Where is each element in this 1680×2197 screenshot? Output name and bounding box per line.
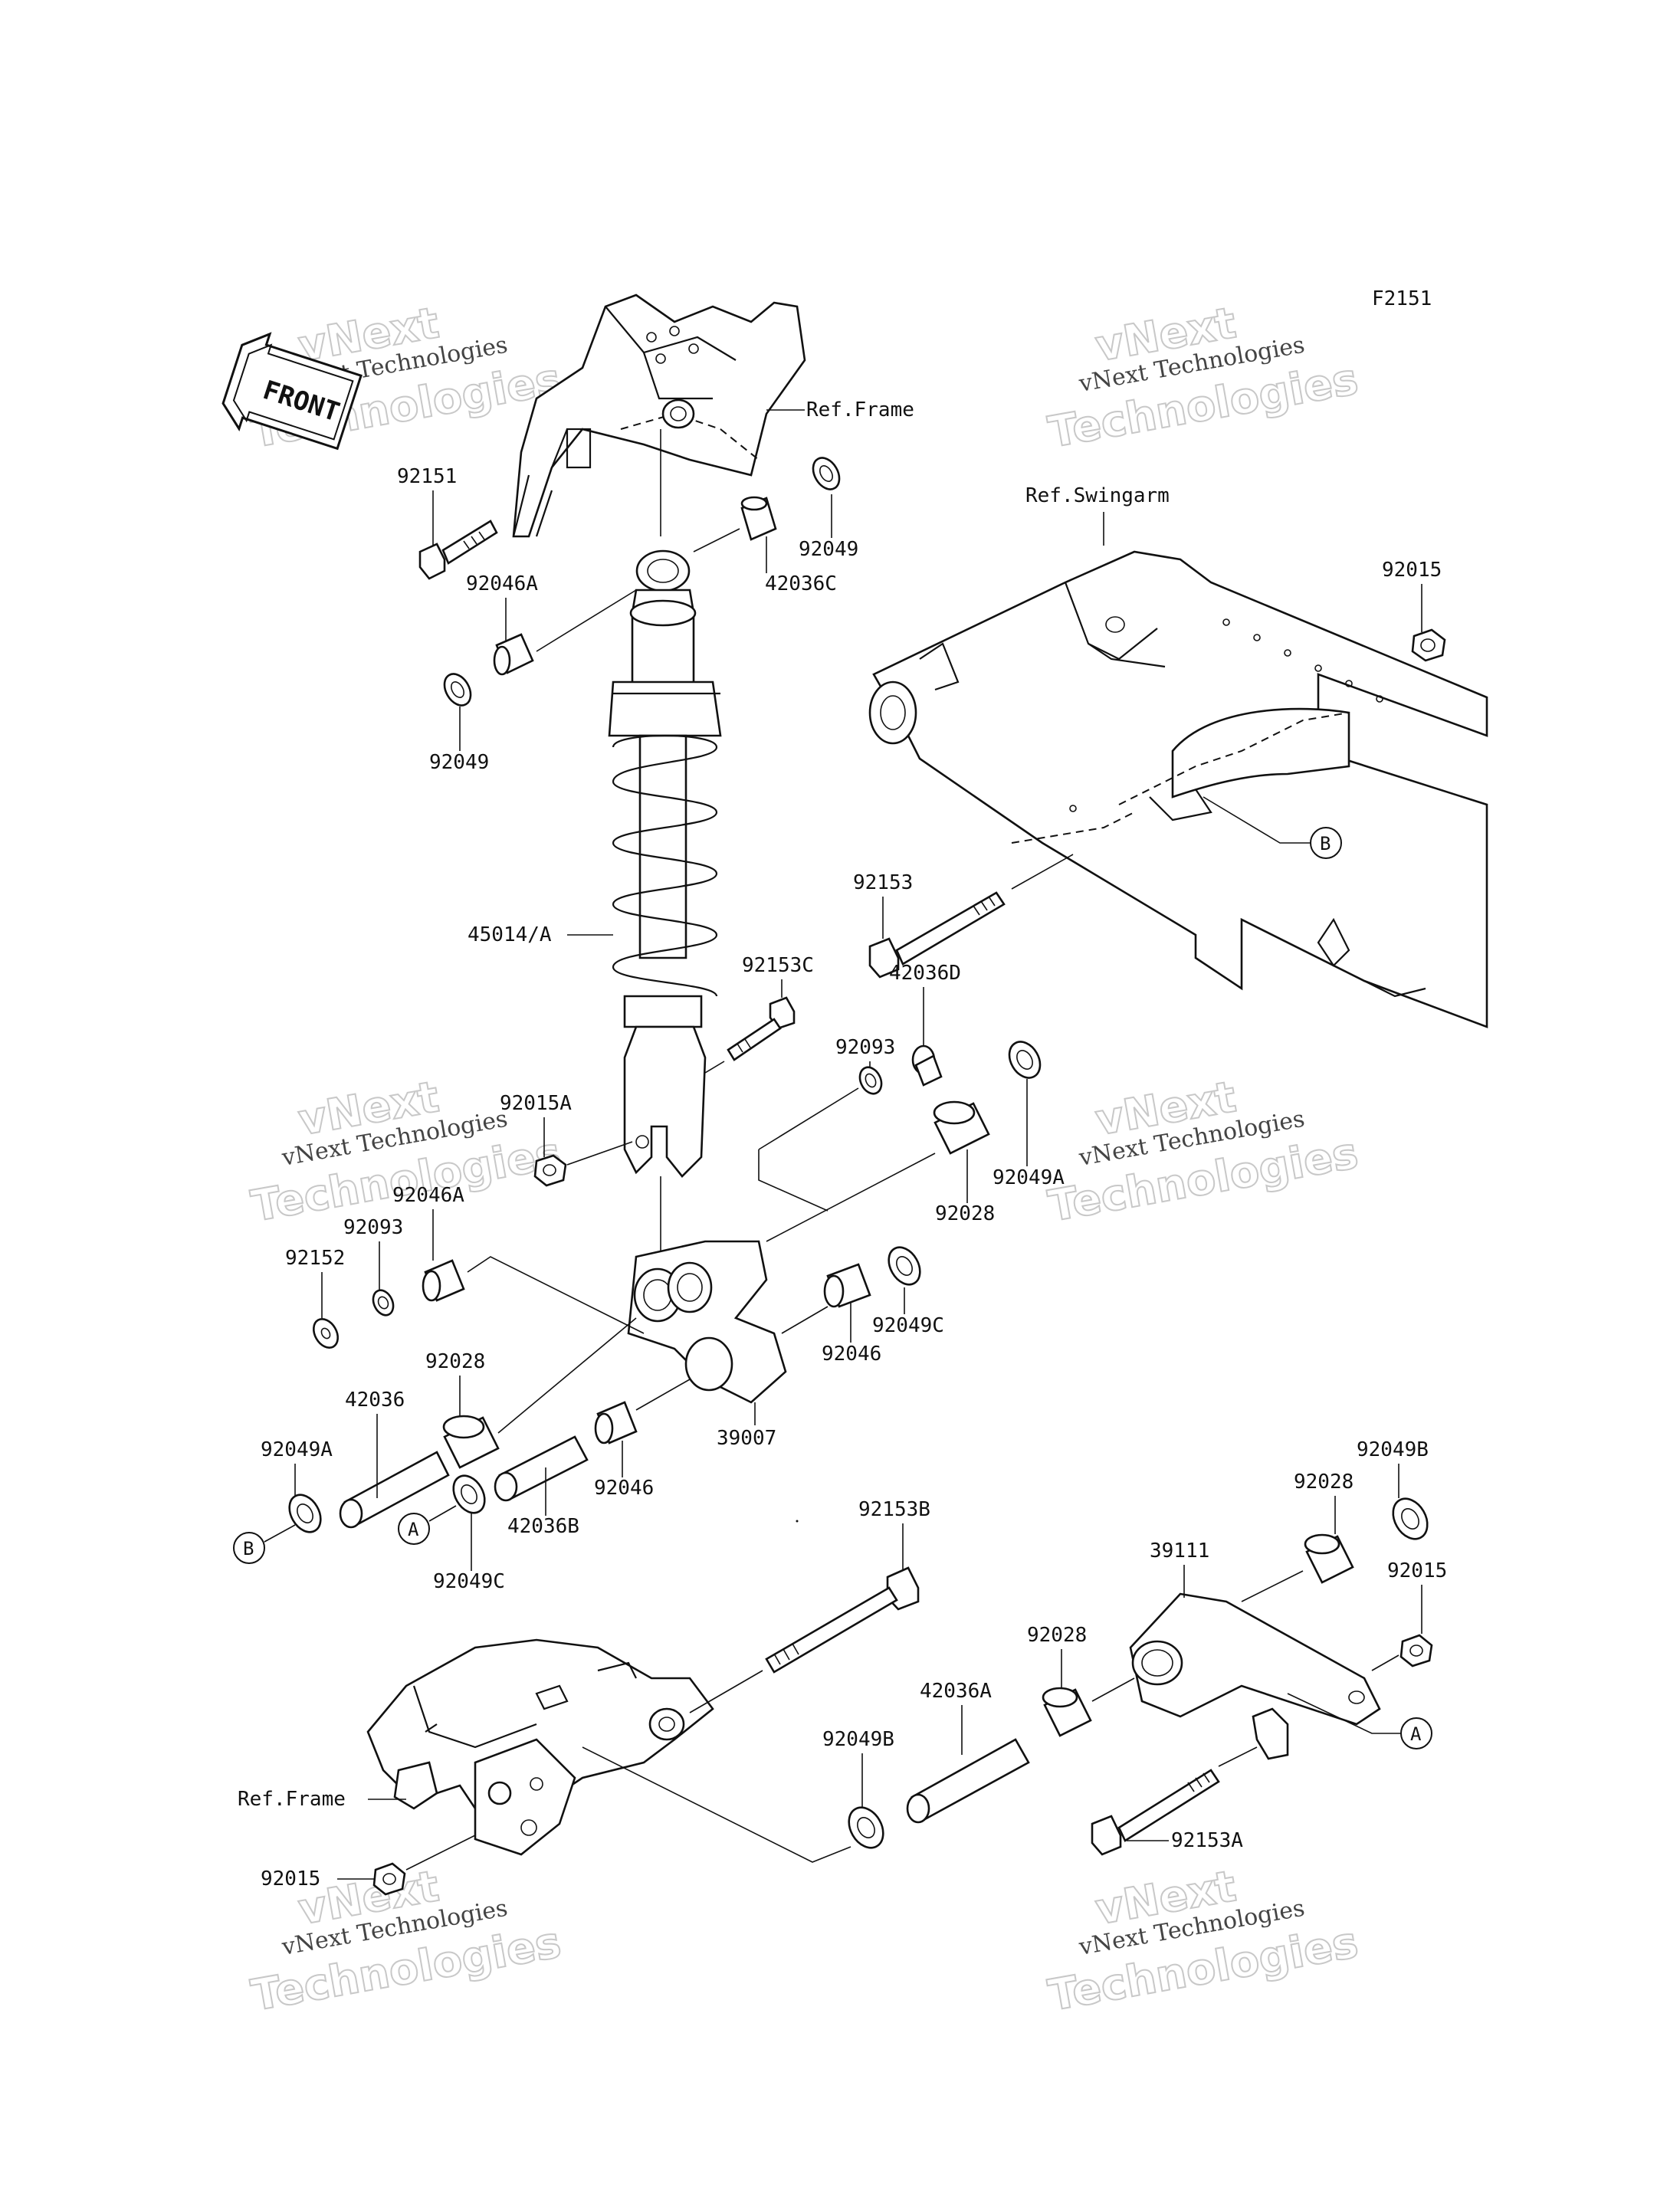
- sleeve-42036a: [906, 1738, 1030, 1824]
- ref-frame-bottom: Ref.Frame: [238, 1788, 346, 1811]
- ref-frame-top: Ref.Frame: [806, 398, 914, 421]
- frame-top: [512, 293, 806, 538]
- watermark-top-right: vNext vNext Technologies Technologies: [1044, 297, 1362, 458]
- part-label-45014a: 45014/A: [468, 923, 552, 946]
- part-label-92093-upper: 92093: [835, 1036, 895, 1059]
- sleeve-92028-left: [442, 1415, 500, 1469]
- seal-92049c-left: [452, 1474, 486, 1514]
- part-label-42036d: 42036D: [889, 962, 961, 985]
- part-label-92028-right-top: 92028: [1294, 1471, 1354, 1494]
- part-label-92046-lower: 92046: [594, 1477, 654, 1500]
- bolt-92153c: [727, 996, 796, 1061]
- frame-bottom: [366, 1638, 714, 1856]
- part-label-92049c-left: 92049C: [433, 1570, 505, 1593]
- seal-92049b-lower: [848, 1806, 884, 1849]
- part-label-92049b-right: 92049B: [1357, 1438, 1429, 1461]
- callout-a-label: A: [408, 1519, 419, 1540]
- part-label-92028-upper: 92028: [935, 1202, 995, 1225]
- shock-absorber: [608, 429, 722, 1264]
- nut-92015-right: [1399, 1634, 1433, 1667]
- bearing-92046a-lower: [422, 1259, 465, 1302]
- nut-92015-bottom: [372, 1862, 406, 1896]
- callout-b-label: B: [1320, 833, 1331, 854]
- washer-92152: [312, 1318, 340, 1349]
- part-label-92015-bottom: 92015: [261, 1867, 320, 1890]
- part-label-92152: 92152: [285, 1247, 345, 1270]
- watermark-middle-right: vNext vNext Technologies Technologies: [1044, 1071, 1362, 1232]
- part-label-92046a-lower: 92046A: [392, 1184, 464, 1207]
- tie-rod-39111: [1129, 1592, 1381, 1760]
- callout-a-label: A: [1410, 1723, 1422, 1745]
- part-label-92049b-lower: 92049B: [822, 1728, 894, 1751]
- bearing-92046a-top: [493, 633, 534, 676]
- part-label-42036b: 42036B: [507, 1515, 579, 1538]
- part-label-92028-right-low: 92028: [1027, 1624, 1087, 1647]
- part-label-92153a: 92153A: [1171, 1829, 1243, 1852]
- sheet-code: F2151: [1372, 287, 1432, 310]
- part-label-92049-top: 92049: [799, 538, 858, 561]
- bearing-92046-right: [823, 1263, 871, 1308]
- part-label-39111: 39111: [1150, 1540, 1209, 1562]
- seal-92049c-right: [888, 1246, 921, 1286]
- part-label-92153: 92153: [853, 871, 913, 894]
- part-label-92049-left: 92049: [429, 751, 489, 774]
- bearing-92046-lower: [594, 1401, 638, 1444]
- part-label-92049a-left: 92049A: [261, 1438, 333, 1461]
- seal-92049-left: [443, 673, 472, 707]
- part-label-92028-left: 92028: [425, 1350, 485, 1373]
- collar-42036d: [911, 1044, 943, 1087]
- callout-b-seal: B: [233, 1524, 296, 1564]
- part-label-92093-lower: 92093: [343, 1216, 403, 1239]
- nut-92015-top: [1411, 628, 1446, 662]
- bolt-92153b: [765, 1566, 920, 1674]
- rocker-39007: [627, 1240, 787, 1425]
- collar-42036c: [740, 496, 777, 541]
- part-label-92153c: 92153C: [742, 954, 814, 977]
- part-label-92015-right: 92015: [1387, 1559, 1447, 1582]
- sleeve-42036: [339, 1451, 450, 1529]
- sleeve-92028-upper: [933, 1100, 990, 1155]
- bolt-92153a: [1091, 1769, 1220, 1856]
- ref-swingarm: Ref.Swingarm: [1025, 484, 1170, 507]
- bolt-92151: [418, 520, 498, 580]
- seal-92049-top: [812, 457, 841, 490]
- part-label-92015a: 92015A: [500, 1092, 572, 1115]
- callout-b-label: B: [243, 1538, 254, 1559]
- watermark-bottom-right: vNext vNext Technologies Technologies: [1044, 1861, 1362, 2022]
- front-arrow-icon: FRONT: [221, 332, 363, 451]
- part-label-42036c: 42036C: [765, 572, 837, 595]
- bolt-92153: [868, 891, 1006, 979]
- callout-b-swingarm: B: [1203, 796, 1342, 859]
- part-label-42036: 42036: [345, 1389, 405, 1412]
- seal-92049a-left: [288, 1494, 322, 1533]
- seal-92049b-right: [1392, 1497, 1429, 1540]
- part-label-92151: 92151: [397, 465, 457, 488]
- swingarm: [868, 550, 1488, 1028]
- part-label-92049a-right: 92049A: [993, 1166, 1065, 1189]
- callout-a-seal: A: [398, 1505, 457, 1545]
- nut-92015a: [533, 1154, 567, 1187]
- washer-92093-lower: [372, 1289, 395, 1317]
- part-label-92046-right: 92046: [822, 1343, 881, 1366]
- part-label-92153b: 92153B: [858, 1498, 930, 1521]
- part-label-92015-top: 92015: [1382, 559, 1442, 582]
- sleeve-42036b: [494, 1435, 589, 1502]
- part-label-92046a-top: 92046A: [466, 572, 538, 595]
- part-label-39007: 39007: [717, 1427, 776, 1450]
- seal-92049a-right: [1008, 1041, 1042, 1079]
- washer-92093-upper: [858, 1066, 883, 1095]
- part-label-92049c-right: 92049C: [872, 1314, 944, 1337]
- sleeve-92028-right-top: [1304, 1533, 1354, 1584]
- sleeve-92028-right-low: [1042, 1687, 1092, 1737]
- callout-a-tie-rod: A: [1287, 1693, 1432, 1749]
- part-label-42036a: 42036A: [920, 1680, 992, 1703]
